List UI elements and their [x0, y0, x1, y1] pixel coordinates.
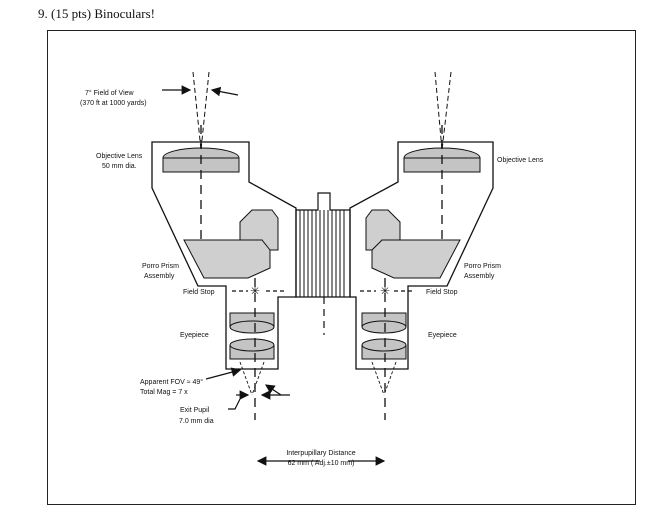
total-mag-label: Total Mag = 7 x: [140, 389, 188, 396]
porro-right-label-line2: Assembly: [464, 273, 495, 280]
objective-right-label: Objective Lens: [497, 157, 544, 164]
right-field-stop-cross: ✳: [380, 284, 390, 298]
porro-left-label-line1: Porro Prism: [142, 263, 179, 270]
left-field-stop-cross: ✳: [250, 284, 260, 298]
left-porro-prism-lower: [183, 239, 271, 279]
labels: 7° Field of View (370 ft at 1000 yards) …: [80, 89, 544, 467]
ipd-label-line2: 62 mm ( Adj.±10 mm): [288, 460, 355, 467]
field-stop-right-label: Field Stop: [426, 289, 458, 296]
field-stop-left-label: Field Stop: [183, 289, 215, 296]
exit-pupil-label-line2: 7.0 mm dia: [179, 418, 214, 425]
eyepiece-right-label: Eyepiece: [428, 332, 457, 339]
porro-right-label-line1: Porro Prism: [464, 263, 501, 270]
fov-label-line1: 7° Field of View: [85, 89, 135, 97]
porro-left-label-line2: Assembly: [144, 273, 175, 280]
right-barrel: ✳: [349, 71, 494, 420]
center-hinge: [295, 192, 351, 335]
annotation-arrows: [162, 85, 386, 466]
fov-label-line2: (370 ft at 1000 yards): [80, 100, 147, 107]
apparent-fov-label: Apparent FOV ≈ 49°: [140, 378, 203, 386]
question-heading: 9. (15 pts) Binoculars!: [38, 6, 155, 21]
exit-pupil-label-line1: Exit Pupil: [180, 407, 210, 414]
diagram-frame: [47, 30, 636, 505]
left-barrel: ✳: [151, 71, 297, 420]
right-porro-prism-lower: [371, 239, 461, 279]
objective-left-label-line1: Objective Lens: [96, 153, 143, 160]
eyepiece-left-label: Eyepiece: [180, 332, 209, 339]
ipd-label-line1: Interpupillary Distance: [286, 450, 355, 457]
objective-left-label-line2: 50 mm dia.: [102, 163, 137, 170]
